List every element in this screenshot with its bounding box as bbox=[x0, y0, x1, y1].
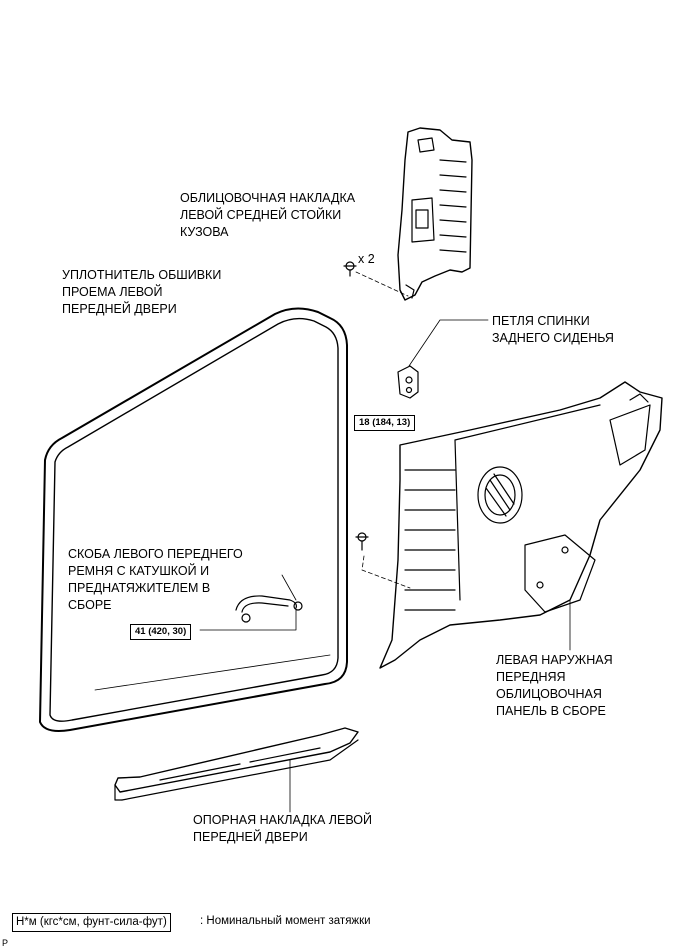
label-quarter-trim: ЛЕВАЯ НАРУЖНАЯ ПЕРЕДНЯЯ ОБЛИЦОВОЧНАЯ ПАН… bbox=[496, 653, 613, 718]
seat-back-hinge-drawing bbox=[397, 319, 489, 399]
label-belt-anchor: СКОБА ЛЕВОГО ПЕРЕДНЕГО РЕМНЯ С КАТУШКОЙ … bbox=[68, 547, 243, 612]
weatherstrip-drawing bbox=[39, 307, 348, 732]
label-clip-count: x 2 bbox=[358, 252, 375, 266]
torque-belt-bolt: 41 (420, 30) bbox=[130, 624, 192, 640]
label-weatherstrip: УПЛОТНИТЕЛЬ ОБШИВКИ ПРОЕМА ЛЕВОЙ ПЕРЕДНЕ… bbox=[62, 268, 222, 316]
belt-anchor-drawing bbox=[199, 574, 303, 631]
label-center-pillar-garnish: ОБЛИЦОВОЧНАЯ НАКЛАДКА ЛЕВОЙ СРЕДНЕЙ СТОЙ… bbox=[180, 191, 356, 239]
pillar-clip-drawing bbox=[343, 261, 409, 297]
center-pillar-garnish-drawing bbox=[397, 127, 473, 301]
corner-mark: P bbox=[2, 938, 9, 948]
scuff-plate-drawing bbox=[114, 727, 359, 813]
quarter-trim-drawing bbox=[379, 381, 663, 669]
label-scuff-plate: ОПОРНАЯ НАКЛАДКА ЛЕВОЙ ПЕРЕДНЕЙ ДВЕРИ bbox=[193, 813, 372, 844]
legend-unit-box: Н*м (кгс*см, фунт-сила-фут) bbox=[12, 913, 171, 932]
legend-description: : Номинальный момент затяжки bbox=[200, 915, 371, 927]
label-seat-back-hinge: ПЕТЛЯ СПИНКИ ЗАДНЕГО СИДЕНЬЯ bbox=[492, 314, 614, 345]
torque-hinge-bolt: 18 (184, 13) bbox=[354, 415, 416, 431]
quarter-clip-drawing bbox=[355, 532, 411, 589]
